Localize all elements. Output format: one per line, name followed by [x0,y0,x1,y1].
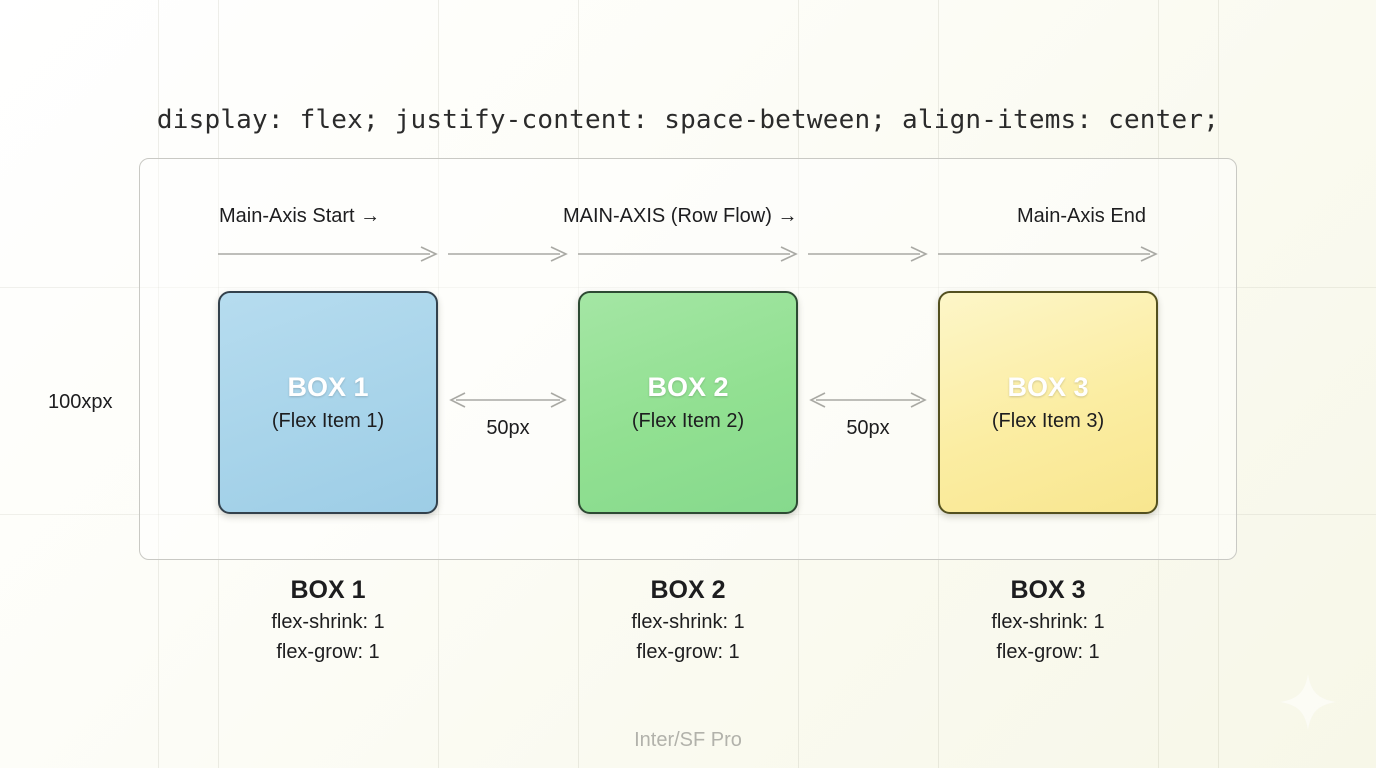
caption-flex-shrink: flex-shrink: 1 [271,610,385,633]
box-title: BOX 1 [287,371,369,402]
box-subtitle: (Flex Item 3) [991,410,1105,433]
main-axis-arrow-segment [938,246,1158,262]
main-axis-arrow-segment [448,246,568,262]
box-subtitle: (Flex Item 1) [271,410,385,433]
main-axis-start-label: Main-Axis Start → [219,205,381,227]
caption-flex-grow: flex-grow: 1 [276,640,380,663]
main-axis-arrow-segment [808,246,928,262]
box-subtitle: (Flex Item 2) [631,410,745,433]
main-axis-middle-label: MAIN-AXIS (Row Flow) → [563,205,798,227]
box-caption-2: BOX 2 flex-shrink: 1 flex-grow: 1 [578,574,798,667]
double-arrow-icon [449,392,567,408]
gap-label: 50px [846,417,890,439]
flex-item-box-2[interactable]: BOX 2 (Flex Item 2) [578,291,798,514]
caption-flex-shrink: flex-shrink: 1 [991,610,1105,633]
cross-size-label: 100xpx [48,391,113,413]
box-caption-3: BOX 3 flex-shrink: 1 flex-grow: 1 [938,574,1158,667]
caption-flex-shrink: flex-shrink: 1 [631,610,745,633]
caption-flex-grow: flex-grow: 1 [996,640,1100,663]
footer-font-note: Inter/SF Pro [634,729,742,751]
box-title: BOX 3 [1007,371,1089,402]
page-title: display: flex; justify-content: space-be… [156,105,1220,135]
main-axis-end-label: Main-Axis End [1017,205,1146,227]
main-axis-arrow-segment [578,246,798,262]
gap-measure-2: 50px [808,392,928,440]
main-axis-arrow-segment [218,246,438,262]
caption-flex-grow: flex-grow: 1 [636,640,740,663]
caption-title: BOX 1 [290,576,366,604]
sparkle-icon [1280,674,1336,730]
double-arrow-icon [809,392,927,408]
caption-title: BOX 3 [1010,576,1086,604]
flex-item-box-3[interactable]: BOX 3 (Flex Item 3) [938,291,1158,514]
box-caption-1: BOX 1 flex-shrink: 1 flex-grow: 1 [218,574,438,667]
flex-item-box-1[interactable]: BOX 1 (Flex Item 1) [218,291,438,514]
box-title: BOX 2 [647,371,729,402]
gap-label: 50px [486,417,530,439]
caption-title: BOX 2 [650,576,726,604]
gap-measure-1: 50px [448,392,568,440]
